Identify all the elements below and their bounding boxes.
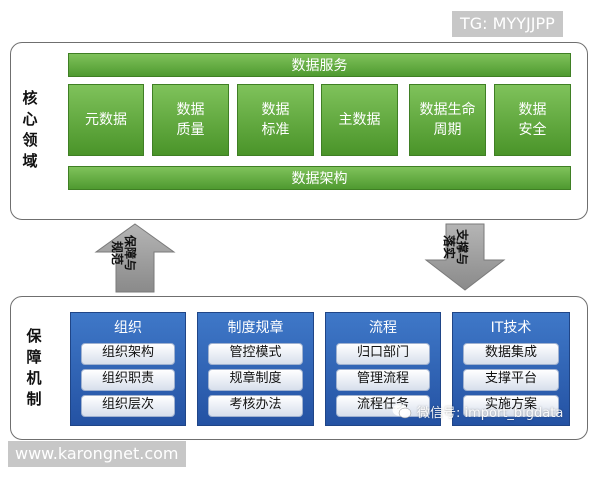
core-box-master-data: 主数据 <box>321 84 398 156</box>
down-arrow-label: 支撑与落实 <box>442 228 470 266</box>
watermark-wechat: 微信号: import_bigdata <box>392 401 563 421</box>
list-item: 组织层次 <box>81 395 175 417</box>
column-title: IT技术 <box>490 320 532 336</box>
column-title: 组织 <box>114 320 142 336</box>
list-item: 规章制度 <box>208 369 303 391</box>
list-item: 管理流程 <box>336 369 430 391</box>
down-arrow-icon <box>424 223 506 291</box>
core-domain-label: 核 心 领 域 <box>22 89 38 170</box>
list-item: 考核办法 <box>208 395 303 417</box>
up-arrow-label: 保障与规范 <box>110 234 138 272</box>
list-item: 组织架构 <box>81 343 175 365</box>
list-item: 管控模式 <box>208 343 303 365</box>
column-process: 流程 归口部门 管理流程 流程任务 <box>325 312 441 426</box>
list-item: 归口部门 <box>336 343 430 365</box>
column-title: 流程 <box>369 320 397 336</box>
column-it-technology: IT技术 数据集成 支撑平台 实施方案 <box>452 312 570 426</box>
column-organization: 组织 组织架构 组织职责 组织层次 <box>70 312 186 426</box>
wechat-icon <box>392 404 412 419</box>
up-arrow-icon <box>94 223 176 293</box>
guarantee-label: 保 障 机 制 <box>26 327 42 408</box>
data-architecture-bar: 数据架构 <box>68 166 571 190</box>
watermark-bottom: www.karongnet.com <box>8 441 186 467</box>
list-item: 实施方案 <box>463 395 559 417</box>
core-box-data-quality: 数据质量 <box>152 84 229 156</box>
core-box-data-lifecycle: 数据生命周期 <box>409 84 486 156</box>
core-box-data-standard: 数据标准 <box>237 84 314 156</box>
core-box-metadata: 元数据 <box>68 84 144 156</box>
list-item: 组织职责 <box>81 369 175 391</box>
list-item: 数据集成 <box>463 343 559 365</box>
core-box-data-security: 数据安全 <box>494 84 571 156</box>
list-item: 支撑平台 <box>463 369 559 391</box>
watermark-top: TG: MYYJJPP <box>452 11 563 37</box>
column-title: 制度规章 <box>227 320 284 336</box>
column-rules: 制度规章 管控模式 规章制度 考核办法 <box>197 312 314 426</box>
data-service-bar: 数据服务 <box>68 53 571 77</box>
